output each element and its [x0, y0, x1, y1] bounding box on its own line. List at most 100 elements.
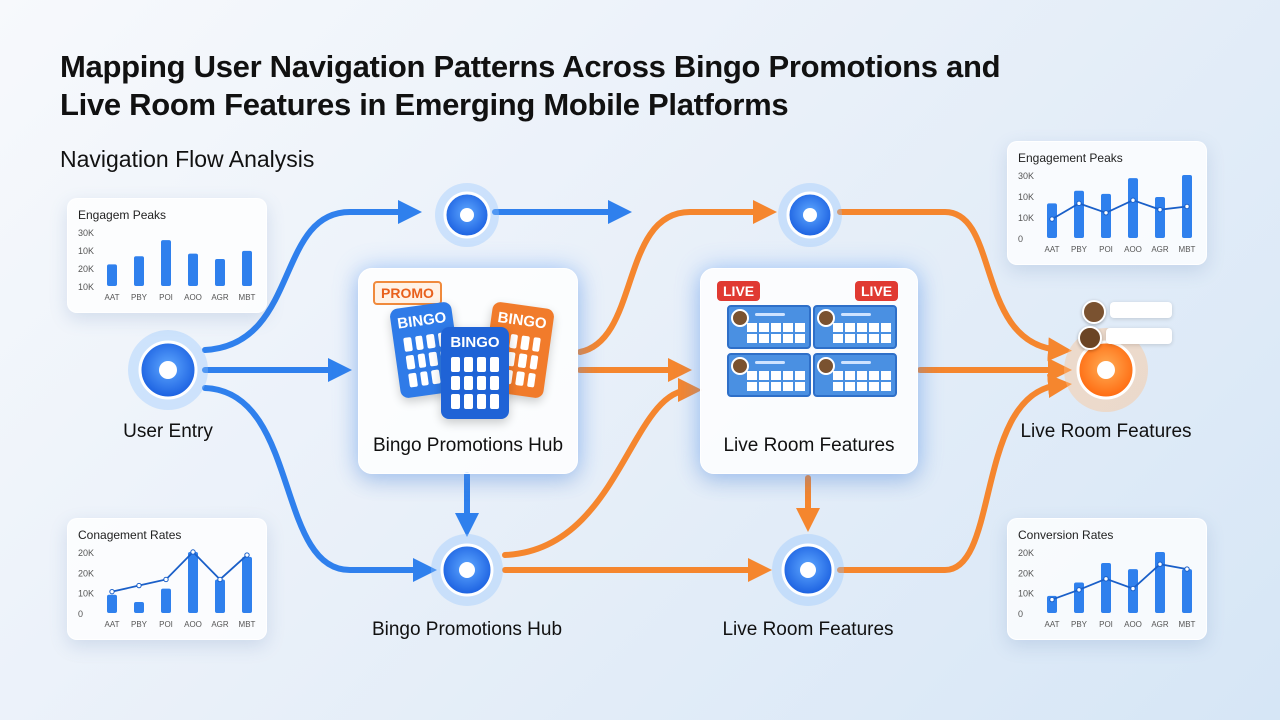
y-tick-label: 10K: [78, 246, 94, 256]
arrow-top-right-node-to-final: [837, 209, 1072, 362]
node-bingo-bottom[interactable]: [431, 534, 503, 606]
node-user-entry[interactable]: [128, 330, 208, 410]
trend-point: [1130, 197, 1136, 203]
x-tick-label: AGR: [1151, 620, 1169, 629]
trend-point: [190, 549, 196, 555]
label-user-entry: User Entry: [123, 421, 213, 442]
bar: [1101, 562, 1111, 613]
live-stream-tile-3: [727, 353, 811, 397]
bar: [215, 579, 225, 613]
bar: [242, 556, 252, 613]
trend-point: [1157, 206, 1163, 213]
label-bingo-bottom: Bingo Promotions Hub: [371, 619, 563, 640]
arrow-bingo-hub-to-top-right-node: [577, 200, 777, 355]
user-avatar-chip-2: [1078, 326, 1174, 350]
trend-line: [1051, 563, 1188, 601]
x-tick-label: PBY: [131, 293, 148, 302]
trend-point: [1130, 585, 1136, 592]
trend-point: [109, 588, 115, 595]
trend-point: [1103, 576, 1109, 582]
y-tick-label: 30K: [78, 228, 94, 238]
bar: [134, 256, 144, 286]
node-top-left[interactable]: [435, 183, 499, 247]
y-tick-label: 30K: [1018, 171, 1034, 181]
node-top-right[interactable]: [778, 183, 842, 247]
bar: [1101, 193, 1111, 238]
label-live-final: Live Room Features: [1020, 421, 1192, 442]
bar: [1182, 569, 1192, 613]
y-tick-label: 10K: [1018, 589, 1034, 599]
y-tick-label: 20K: [78, 568, 94, 578]
x-tick-label: POI: [159, 293, 173, 302]
y-tick-label: 0: [1018, 234, 1023, 244]
trend-line: [111, 550, 248, 593]
y-tick-label: 10K: [1018, 213, 1034, 223]
bingo-promotions-hub[interactable]: PROMO BINGO BINGO BINGO Bingo Promotions…: [358, 268, 578, 474]
bingo-hub-label: Bingo Promotions Hub: [372, 435, 564, 456]
x-tick-label: MBT: [1179, 245, 1196, 254]
y-tick-label: 10K: [78, 282, 94, 292]
y-tick-label: 20K: [78, 548, 94, 558]
avatar-icon: [1078, 326, 1102, 350]
chart-title: Conagement Rates: [78, 528, 182, 542]
arrow-bottom-node-to-live-hub: [502, 378, 702, 558]
x-tick-label: MBT: [1179, 620, 1196, 629]
x-tick-label: AOO: [1124, 620, 1142, 629]
y-tick-label: 20K: [1018, 568, 1034, 578]
bar: [1155, 552, 1165, 613]
x-tick-label: AGR: [211, 293, 229, 302]
live-room-features-hub[interactable]: LIVE LIVE Live Room Features: [700, 268, 918, 474]
trend-point: [1076, 200, 1082, 207]
y-tick-label: 0: [78, 609, 83, 619]
trend-point: [1049, 596, 1055, 603]
x-tick-label: AGR: [211, 620, 229, 629]
x-tick-label: AOO: [1124, 245, 1142, 254]
live-stream-tile-2: [813, 305, 897, 349]
trend-point: [217, 576, 223, 583]
trend-point: [1103, 210, 1109, 216]
promo-badge: PROMO: [373, 281, 442, 305]
live-hub-label: Live Room Features: [723, 435, 895, 456]
bar: [1074, 582, 1084, 613]
chart-title: Conversion Rates: [1018, 528, 1114, 542]
x-tick-label: AOO: [184, 293, 202, 302]
bar: [161, 240, 171, 286]
live-stream-tile-1: [727, 305, 811, 349]
bar: [188, 253, 198, 286]
x-tick-label: MBT: [239, 620, 256, 629]
bar: [107, 264, 117, 286]
bar: [161, 588, 171, 613]
trend-point: [1157, 561, 1163, 567]
x-tick-label: POI: [1099, 620, 1113, 629]
bar: [188, 552, 198, 613]
user-avatar-chip-1: [1082, 300, 1174, 324]
page-title: Mapping User Navigation Patterns Across …: [60, 49, 1001, 122]
node-live-bottom[interactable]: [772, 534, 844, 606]
x-tick-label: POI: [159, 620, 173, 629]
label-live-bottom: Live Room Features: [722, 619, 894, 640]
y-tick-label: 10K: [78, 589, 94, 599]
bar: [134, 602, 144, 613]
x-tick-label: AAT: [105, 620, 120, 629]
trend-line: [1051, 199, 1188, 220]
live-badge-right: LIVE: [855, 281, 899, 301]
bar: [107, 594, 117, 613]
x-tick-label: AAT: [1045, 245, 1060, 254]
bar: [1128, 178, 1138, 238]
chart-title: Engagem Peaks: [78, 208, 167, 222]
arrow-bottom-right-node-to-final: [837, 374, 1072, 573]
bar: [1074, 190, 1084, 238]
bar: [215, 259, 225, 286]
y-tick-label: 10K: [1018, 192, 1034, 202]
arrow-entry-to-bottom-node: [202, 385, 437, 582]
y-tick-label: 20K: [1018, 548, 1034, 558]
x-tick-label: AAT: [1045, 620, 1060, 629]
x-tick-label: MBT: [239, 293, 256, 302]
